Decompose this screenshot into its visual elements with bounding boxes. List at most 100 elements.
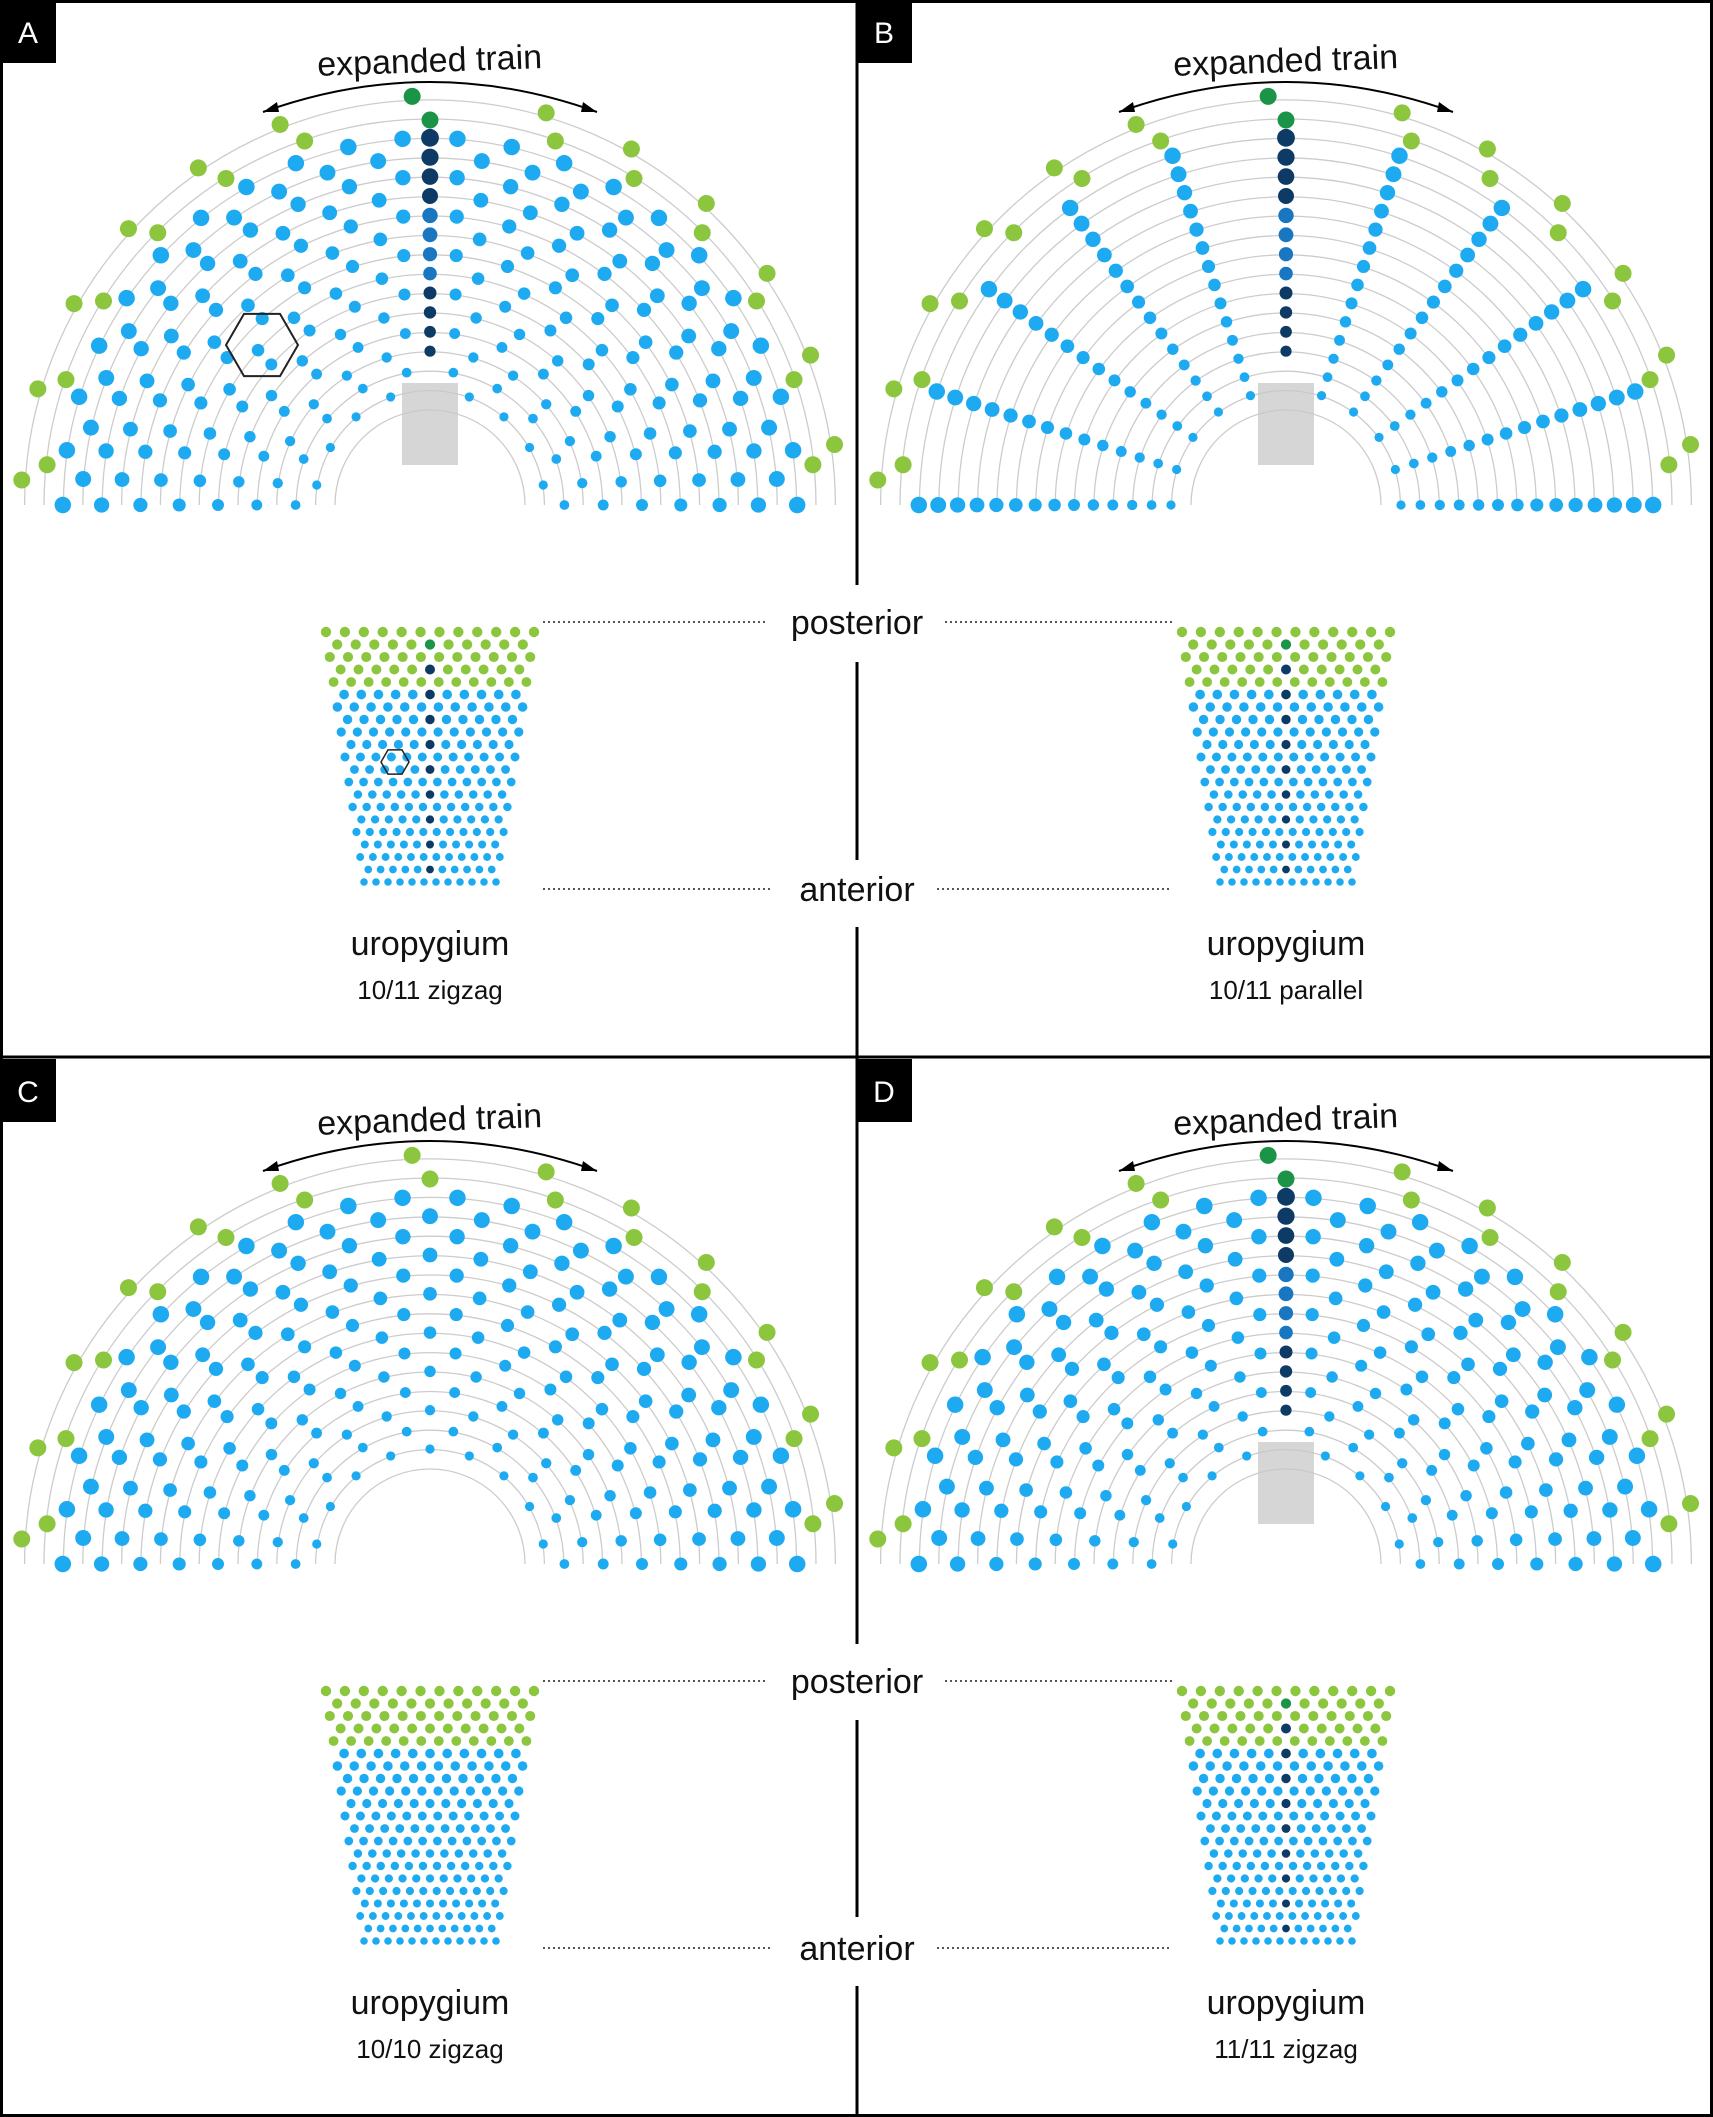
blue-feather: [1143, 1213, 1161, 1231]
blue-feather: [395, 170, 411, 186]
uropygium-feather: [433, 1786, 443, 1796]
uropygium-feather: [1254, 1874, 1263, 1883]
uropygium-feather: [472, 1798, 482, 1809]
blue-feather: [1407, 1513, 1418, 1523]
uropygium-feather: [381, 1912, 390, 1920]
uropygium-feather: [465, 840, 474, 849]
blue-feather: [386, 392, 396, 402]
blue-feather: [653, 474, 667, 488]
blue-feather: [1505, 1347, 1521, 1363]
blue-feather: [284, 435, 296, 447]
blue-feather: [139, 373, 155, 389]
uropygium-feather: [1336, 815, 1346, 824]
blue-feather: [199, 1314, 216, 1331]
blue-feather: [712, 497, 727, 513]
uropygium-feather: [432, 1937, 440, 1945]
uropygium-feather: [1235, 827, 1244, 837]
uropygium-feather: [395, 765, 405, 774]
uropygium-feather: [1261, 827, 1271, 837]
blue-feather: [732, 390, 749, 407]
uropygium-feather: [1336, 1937, 1344, 1945]
uropygium-feather: [441, 714, 452, 725]
blue-feather: [1028, 498, 1042, 512]
uropygium-feather: [1362, 1836, 1372, 1846]
green-feather: [826, 436, 844, 454]
uropygium-feather: [411, 1849, 420, 1858]
uropygium-feather: [1336, 639, 1347, 650]
uropygium-feather: [503, 677, 514, 687]
uropygium-feather: [439, 840, 448, 849]
blue-feather: [1407, 1297, 1423, 1312]
blue-feather: [1368, 222, 1383, 237]
blue-feather: [1453, 1325, 1468, 1341]
uropygium-feather: [462, 777, 472, 787]
uropygium-feather: [349, 702, 360, 712]
blue-feather: [1124, 386, 1136, 398]
uropygium-feather: [1184, 677, 1195, 687]
uropygium-feather: [1346, 626, 1358, 638]
blue-feather: [298, 1340, 312, 1354]
blue-feather: [1227, 1251, 1243, 1267]
uropygium-feather: [517, 702, 528, 712]
uropygium-feather: [1263, 1912, 1271, 1920]
uropygium-feather: [445, 827, 455, 837]
uropygium-feather: [379, 1710, 390, 1722]
uropygium-feather: [1281, 1798, 1291, 1809]
blue-feather: [1539, 1483, 1553, 1497]
uropygium-feather: [457, 1798, 467, 1809]
uropygium-feather: [1335, 752, 1345, 762]
central-feather: [1279, 306, 1293, 319]
uropygium-feather: [425, 790, 435, 799]
uropygium-feather: [1255, 840, 1264, 849]
uropygium-feather: [1345, 1861, 1354, 1871]
central-feather: [423, 286, 437, 300]
blue-feather: [605, 1357, 619, 1372]
blue-feather: [1108, 374, 1121, 387]
uropygium-feather: [1191, 664, 1202, 675]
uropygium-feather: [371, 664, 382, 675]
blue-feather: [111, 390, 128, 407]
uropygium-feather: [453, 626, 464, 638]
uropygium-feather: [1288, 878, 1296, 886]
blue-feather: [1010, 1532, 1024, 1546]
blue-feather: [1466, 362, 1480, 376]
blue-feather: [692, 473, 706, 487]
uropygium-feather: [357, 1874, 366, 1883]
blue-feather: [692, 1452, 708, 1467]
uropygium-feather: [1221, 1886, 1230, 1896]
green-feather: [1481, 170, 1499, 188]
uropygium-feather: [445, 853, 453, 861]
blue-feather: [275, 1284, 291, 1300]
uropygium-feather: [1295, 840, 1304, 849]
uropygium-feather: [500, 1761, 511, 1771]
blue-feather: [730, 472, 746, 487]
axis-labels-top: posterior anterior: [543, 604, 1172, 909]
uropygium-feather: [1248, 1886, 1257, 1896]
blue-feather: [381, 352, 392, 363]
blue-feather: [271, 1242, 288, 1259]
blue-feather: [551, 1414, 564, 1426]
blue-feather: [926, 1447, 944, 1465]
uropygium-feather: [1340, 1761, 1350, 1771]
blue-feather: [1438, 1448, 1451, 1461]
uropygium-feather: [1206, 765, 1215, 774]
green-feather: [951, 1351, 969, 1369]
blue-feather: [615, 1535, 627, 1547]
blue-feather: [1460, 1489, 1472, 1502]
uropygium-feather: [393, 1798, 403, 1809]
blue-feather: [1068, 499, 1080, 511]
uropygium-feather: [1324, 1736, 1335, 1746]
uropygium-feather: [439, 1899, 448, 1908]
uropygium-feather: [1307, 677, 1318, 687]
panel-a: A expanded train uropygium 10/11 zigzag: [0, 0, 844, 1005]
uropygium-feather: [1224, 727, 1235, 737]
green-feather: [65, 295, 83, 313]
blue-feather: [1078, 433, 1091, 446]
uropygium-feather: [432, 1861, 442, 1871]
uropygium-feather: [1348, 1937, 1356, 1945]
blue-feather: [1415, 500, 1426, 510]
uropygium-feather: [353, 1849, 363, 1858]
central-feather: [1278, 207, 1294, 224]
blue-feather: [272, 1536, 283, 1548]
green-feather: [1478, 140, 1496, 158]
